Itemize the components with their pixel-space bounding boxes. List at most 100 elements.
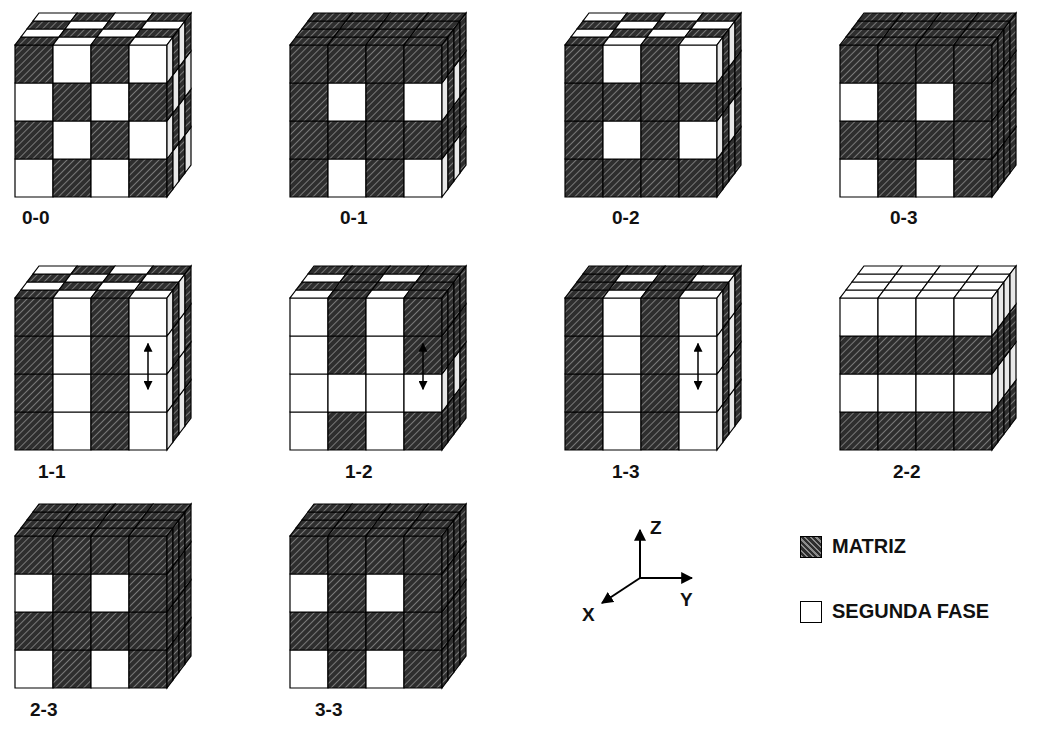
- cube-cell: [878, 45, 916, 83]
- cube-cell: [454, 512, 460, 558]
- cube-cell: [1010, 13, 1016, 59]
- cube-cell: [129, 612, 167, 650]
- cube-cell: [442, 37, 448, 83]
- cube-cell: [91, 612, 129, 650]
- cube-cell: [185, 504, 191, 550]
- cube-label: 1-1: [38, 462, 65, 483]
- cube-figure: [290, 13, 466, 197]
- cube-cell: [366, 650, 404, 688]
- cube-cell: [404, 121, 442, 159]
- cube-cell: [91, 528, 135, 536]
- cube-cell: [53, 612, 91, 650]
- cube-cell: [97, 282, 141, 290]
- cube-cell: [328, 121, 366, 159]
- cube-cell: [15, 528, 59, 536]
- direction-arrow: [147, 344, 149, 390]
- cube-cell: [366, 37, 410, 45]
- cube-cell: [15, 650, 53, 688]
- axis-line: [640, 577, 692, 579]
- cube-cell: [290, 412, 328, 450]
- cube-cell: [91, 298, 129, 336]
- cube-cell: [15, 536, 53, 574]
- cube-cell: [296, 520, 340, 528]
- legend-swatch: [800, 601, 822, 623]
- cube-cell: [167, 37, 173, 83]
- cube-cell: [91, 374, 129, 412]
- legend-entry: SEGUNDA FASE: [800, 600, 989, 623]
- cube-cell: [15, 37, 59, 45]
- cube-cell: [954, 121, 992, 159]
- cube-cell: [603, 298, 641, 336]
- cube-cell: [422, 13, 466, 21]
- cube-cell: [302, 274, 346, 282]
- cube-cell: [372, 29, 416, 37]
- cube-cell: [998, 29, 1004, 75]
- cube-cell: [565, 121, 603, 159]
- cube-cell: [404, 574, 442, 612]
- cube-cell: [723, 282, 729, 328]
- cube-cell: [302, 21, 346, 29]
- cube-figure: [15, 13, 191, 197]
- cube-cell: [129, 528, 173, 536]
- cube-cell: [1010, 266, 1016, 312]
- axis-label: X: [582, 605, 595, 626]
- cube-label: 2-3: [30, 700, 57, 721]
- cube-cell: [53, 650, 91, 688]
- cube-cell: [147, 13, 191, 21]
- cube-cell: [328, 298, 366, 336]
- cube-cell: [416, 274, 460, 282]
- cube-cell: [404, 412, 442, 450]
- cube-cell: [328, 290, 372, 298]
- cube-cell: [290, 528, 334, 536]
- cube-cell: [290, 37, 334, 45]
- cube-cell: [954, 298, 992, 336]
- cube-cell: [659, 266, 703, 274]
- cube-cell: [328, 45, 366, 83]
- cube-cell: [129, 83, 167, 121]
- cube-cell: [1004, 274, 1010, 320]
- cube-cell: [15, 374, 53, 412]
- cube-cell: [346, 504, 390, 512]
- cube-cell: [641, 374, 679, 412]
- cube-cell: [378, 512, 422, 520]
- cube-cell: [916, 37, 960, 45]
- cube-cell: [448, 520, 454, 566]
- cube-cell: [59, 520, 103, 528]
- cube-cell: [966, 21, 1010, 29]
- cube-cell: [653, 21, 697, 29]
- cube-cell: [302, 512, 346, 520]
- cube-cell: [328, 336, 366, 374]
- cube-cell: [609, 282, 653, 290]
- cube-cell: [723, 29, 729, 75]
- cube-cell: [416, 512, 460, 520]
- cube-cell: [91, 412, 129, 450]
- cube-cell: [340, 21, 384, 29]
- cube-cell: [954, 336, 992, 374]
- cube-cell: [621, 266, 665, 274]
- cube-cell: [729, 274, 735, 320]
- cube-cell: [846, 282, 890, 290]
- cube-cell: [404, 298, 442, 336]
- cube-cell: [840, 37, 884, 45]
- cube-cell: [59, 282, 103, 290]
- cube-cell: [91, 574, 129, 612]
- cube-cell: [565, 336, 603, 374]
- cube-cell: [65, 512, 109, 520]
- cube-cell: [858, 13, 902, 21]
- cube-cell: [735, 13, 741, 59]
- cube-cell: [328, 412, 366, 450]
- cube-cell: [328, 83, 366, 121]
- cube-cell: [641, 412, 679, 450]
- cube-cell: [422, 266, 466, 274]
- cube-cell: [290, 159, 328, 197]
- cube-cell: [852, 21, 896, 29]
- cube-cell: [890, 274, 934, 282]
- cube-cell: [916, 159, 954, 197]
- cube-cell: [372, 520, 416, 528]
- cube-cell: [615, 21, 659, 29]
- cube-cell: [53, 159, 91, 197]
- cube-cell: [717, 290, 723, 336]
- cube-figure: [15, 266, 191, 450]
- cube-cell: [422, 504, 466, 512]
- cube-cell: [691, 274, 735, 282]
